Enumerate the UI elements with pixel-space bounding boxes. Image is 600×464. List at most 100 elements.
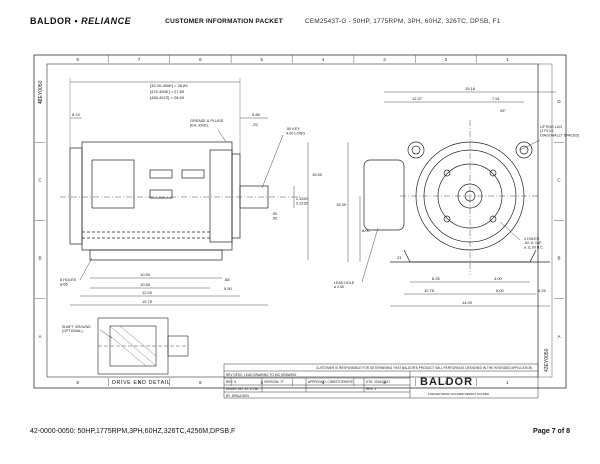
side-strip — [537, 63, 553, 378]
side-view — [60, 78, 309, 306]
dim-half-left: 12.37 — [412, 96, 423, 101]
vent-slot — [181, 169, 205, 179]
dim-total-height: 15.50 — [312, 172, 323, 177]
dim-4-00: 4.00 — [494, 276, 503, 281]
callout-length-1: [32.00-450K] = 26.69 — [150, 83, 188, 88]
label-grease-plugs: GREASE & PLUGS(EA. END) — [190, 119, 224, 127]
row-labels-left: D C B A — [35, 99, 45, 339]
dim-10-75: 10.75 — [424, 288, 435, 293]
leader-keyway — [261, 134, 284, 189]
face-bolt-hole — [443, 215, 451, 223]
face-bolt-hole — [489, 215, 497, 223]
lifting-lug-left-hole — [411, 145, 421, 155]
dim-5-50: 5.50 — [224, 286, 233, 291]
label-shaft-ground: SHAFT GROUND(OPTIONAL) — [62, 325, 91, 333]
dim-left-offset: 8.19 — [72, 112, 81, 117]
drawing-border — [33, 54, 567, 389]
tb-notice: CUSTOMER IS RESPONSIBLE FOR DETERMINING … — [316, 366, 533, 370]
title-block-frame — [223, 363, 539, 399]
conduit-box-end — [363, 159, 405, 231]
dim-12-00: 12.00 — [142, 290, 153, 295]
tb-rev-desc: REV DESC: LEAD DRAWING TO INC DRAWING — [226, 373, 297, 377]
grid-label: C — [38, 177, 42, 182]
dim-point-88: .88 — [224, 277, 230, 282]
grid-label: 4 — [322, 57, 325, 62]
grid-label: 6 — [199, 57, 202, 62]
grid-label: B — [38, 256, 41, 261]
title-block-text: CUSTOMER IS RESPONSIBLE FOR DETERMINING … — [226, 366, 533, 398]
packet-title: CUSTOMER INFORMATION PACKET — [165, 17, 283, 25]
callout-length-2: [475-450K] = 27.69 — [150, 89, 185, 94]
grid-label: 6 — [199, 380, 202, 385]
grid-label: 1 — [506, 380, 509, 385]
tb-company: BALDOR — [420, 376, 473, 388]
tb-rev: REV: 5 — [226, 380, 236, 384]
dim-overall-width: 15.18 — [465, 86, 476, 91]
grid-label: C — [557, 177, 561, 182]
grid-label: 1 — [506, 57, 509, 62]
label-lead-hole: LEAD HOLE⌀ 2.50 — [334, 281, 355, 289]
label-lifting-lug: LIFTING LUG(2 PLCS.DIAGONALLY SPACED) — [540, 125, 579, 137]
lifting-lug-right-hole — [519, 145, 529, 155]
lifting-lug-left — [407, 141, 425, 159]
dim-4-25: 4.25 — [538, 288, 547, 293]
dim-foot-spacing: 10.50 — [140, 272, 151, 277]
callout-length-3: [458-457Z] = 26.69 — [150, 95, 185, 100]
grid-label: 3 — [383, 57, 386, 62]
doc-number-top: 42EY0050 — [38, 80, 44, 104]
dim-shaft-height: 8.00 — [362, 228, 371, 233]
grid-label: 7 — [138, 57, 141, 62]
dim-foot-span: 10.50 — [140, 282, 151, 287]
company-logo: BALDOR • RELIANCE — [30, 16, 131, 26]
grid-label: 2 — [445, 380, 448, 385]
dim-14-00: 14.00 — [462, 300, 473, 305]
tb-model-no: MODEL NO: 42-17236 — [226, 387, 258, 391]
dim-key-seat: .50.50 — [272, 212, 277, 220]
grid-label: 5 — [261, 57, 264, 62]
dim-shaft-extension: 5.88 — [252, 112, 261, 117]
detail-shaft — [167, 335, 189, 357]
face-bolt-hole — [443, 169, 451, 177]
leader-shaft-ground — [99, 329, 113, 339]
grid-label: 8 — [76, 57, 79, 62]
grid-label: 8 — [76, 380, 79, 385]
fan-end-bell — [69, 147, 83, 245]
tb-version: VERSION: 7T — [264, 380, 284, 384]
dim-angle: 45° — [500, 108, 506, 113]
end-view-dims-text: 15.18 12.37 7.61 45° LIFTING LUG(2 PLCS.… — [334, 86, 579, 305]
doc-number-bottom: 42EY0050 — [544, 348, 550, 372]
footer-page-number: Page 7 of 8 — [533, 428, 570, 435]
tb-company-tag: FORGED BRNZ SOLDIER PERIPH SOLDER — [428, 392, 490, 396]
leader-lifting — [519, 139, 541, 151]
detail-caption: DRIVE END DETAIL — [112, 380, 170, 386]
hatch — [109, 325, 157, 367]
logo-reliance: RELIANCE — [81, 16, 132, 26]
logo-baldor: BALDOR — [30, 16, 72, 26]
grid-label: 4 — [322, 380, 325, 385]
dim-height-centre: 15.39 — [336, 202, 347, 207]
grid-label: 7 — [138, 380, 141, 385]
end-view — [347, 91, 556, 307]
label-tapped-holes: 4 HOLES.62-11 TAP⌀ 11.00 B.C. — [524, 237, 544, 249]
drawing-inner-border — [46, 63, 539, 378]
tb-approved: APPROVED: CHRISTOPHERS — [308, 380, 353, 384]
page-header: BALDOR • RELIANCE CUSTOMER INFORMATION P… — [30, 14, 590, 28]
drive-end-detail — [97, 317, 189, 375]
logo-separator: • — [71, 16, 82, 26]
grid-label: A — [38, 334, 41, 339]
grid-label: D — [38, 99, 42, 104]
title-block — [223, 363, 539, 399]
side-view-dims-text: [32.00-450K] = 26.69 [475-450K] = 27.69 … — [60, 83, 323, 304]
conduit-box — [91, 159, 135, 209]
lifting-lug-right — [515, 141, 533, 159]
dim-15-75: 15.75 — [142, 299, 153, 304]
dim-half-right: 7.61 — [492, 96, 501, 101]
vent-slot — [149, 169, 173, 179]
dim-grease-offset: .25 — [252, 122, 258, 127]
grid-label: 2 — [445, 57, 448, 62]
leader-holes — [79, 257, 93, 281]
grid-label: D — [557, 99, 561, 104]
